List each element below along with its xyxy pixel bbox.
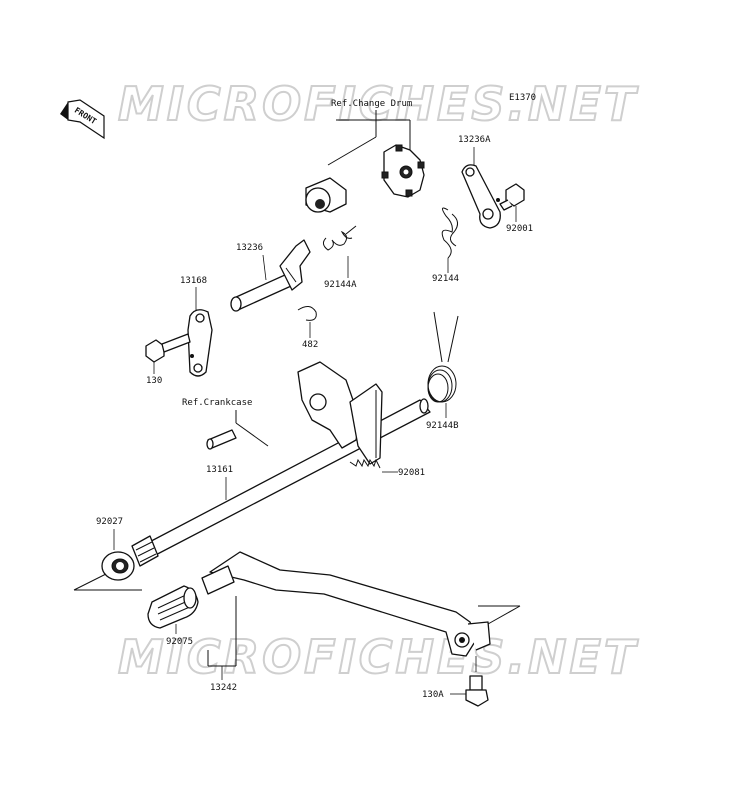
label-13161: 13161 [206, 465, 233, 475]
change-drum-cam [381, 144, 425, 198]
label-92144A: 92144A [324, 280, 357, 290]
part-92027-seal [101, 551, 135, 581]
part-13236-shaft [230, 239, 311, 312]
label-92144B: 92144B [426, 421, 459, 431]
ref-change-drum-leader [327, 110, 411, 166]
part-482-clip [297, 306, 317, 321]
label-92001: 92001 [506, 224, 533, 234]
part-92144B-spring [427, 311, 459, 403]
label-92144: 92144 [432, 274, 459, 284]
part-13236A-lever [461, 164, 501, 229]
label-92075: 92075 [166, 637, 193, 647]
label-482: 482 [302, 340, 318, 350]
label-92081: 92081 [398, 468, 425, 478]
part-92075-rubber [147, 585, 199, 629]
label-13242: 13242 [210, 683, 237, 693]
ref-crankcase-label: Ref.Crankcase [182, 398, 252, 408]
diagram-code: E1370 [509, 93, 536, 103]
part-92081-spring [349, 458, 381, 469]
front-arrow-icon: FRONT [60, 99, 105, 140]
label-130: 130 [146, 376, 162, 386]
watermark-bottom: MICROFICHES.NET [118, 630, 639, 684]
part-92144-spring [441, 207, 458, 259]
part-shift-arm-plate [297, 361, 383, 465]
change-drum-bearing [305, 177, 347, 213]
part-92144A-spring [322, 225, 357, 251]
part-130A-bolt [465, 675, 489, 707]
part-13168-lever [187, 309, 213, 377]
ref-crankcase-pin [206, 429, 237, 450]
label-13168: 13168 [180, 276, 207, 286]
watermark-top: MICROFICHES.NET [118, 77, 639, 131]
label-130A: 130A [422, 690, 444, 700]
ref-change-drum-label: Ref.Change Drum [331, 99, 412, 109]
part-92001-bolt [499, 183, 525, 211]
part-13242-pedal [201, 551, 491, 657]
label-13236A: 13236A [458, 135, 491, 145]
part-130-bolt [145, 333, 191, 363]
label-92027: 92027 [96, 517, 123, 527]
part-13161-shaft [131, 398, 431, 567]
label-13236: 13236 [236, 243, 263, 253]
